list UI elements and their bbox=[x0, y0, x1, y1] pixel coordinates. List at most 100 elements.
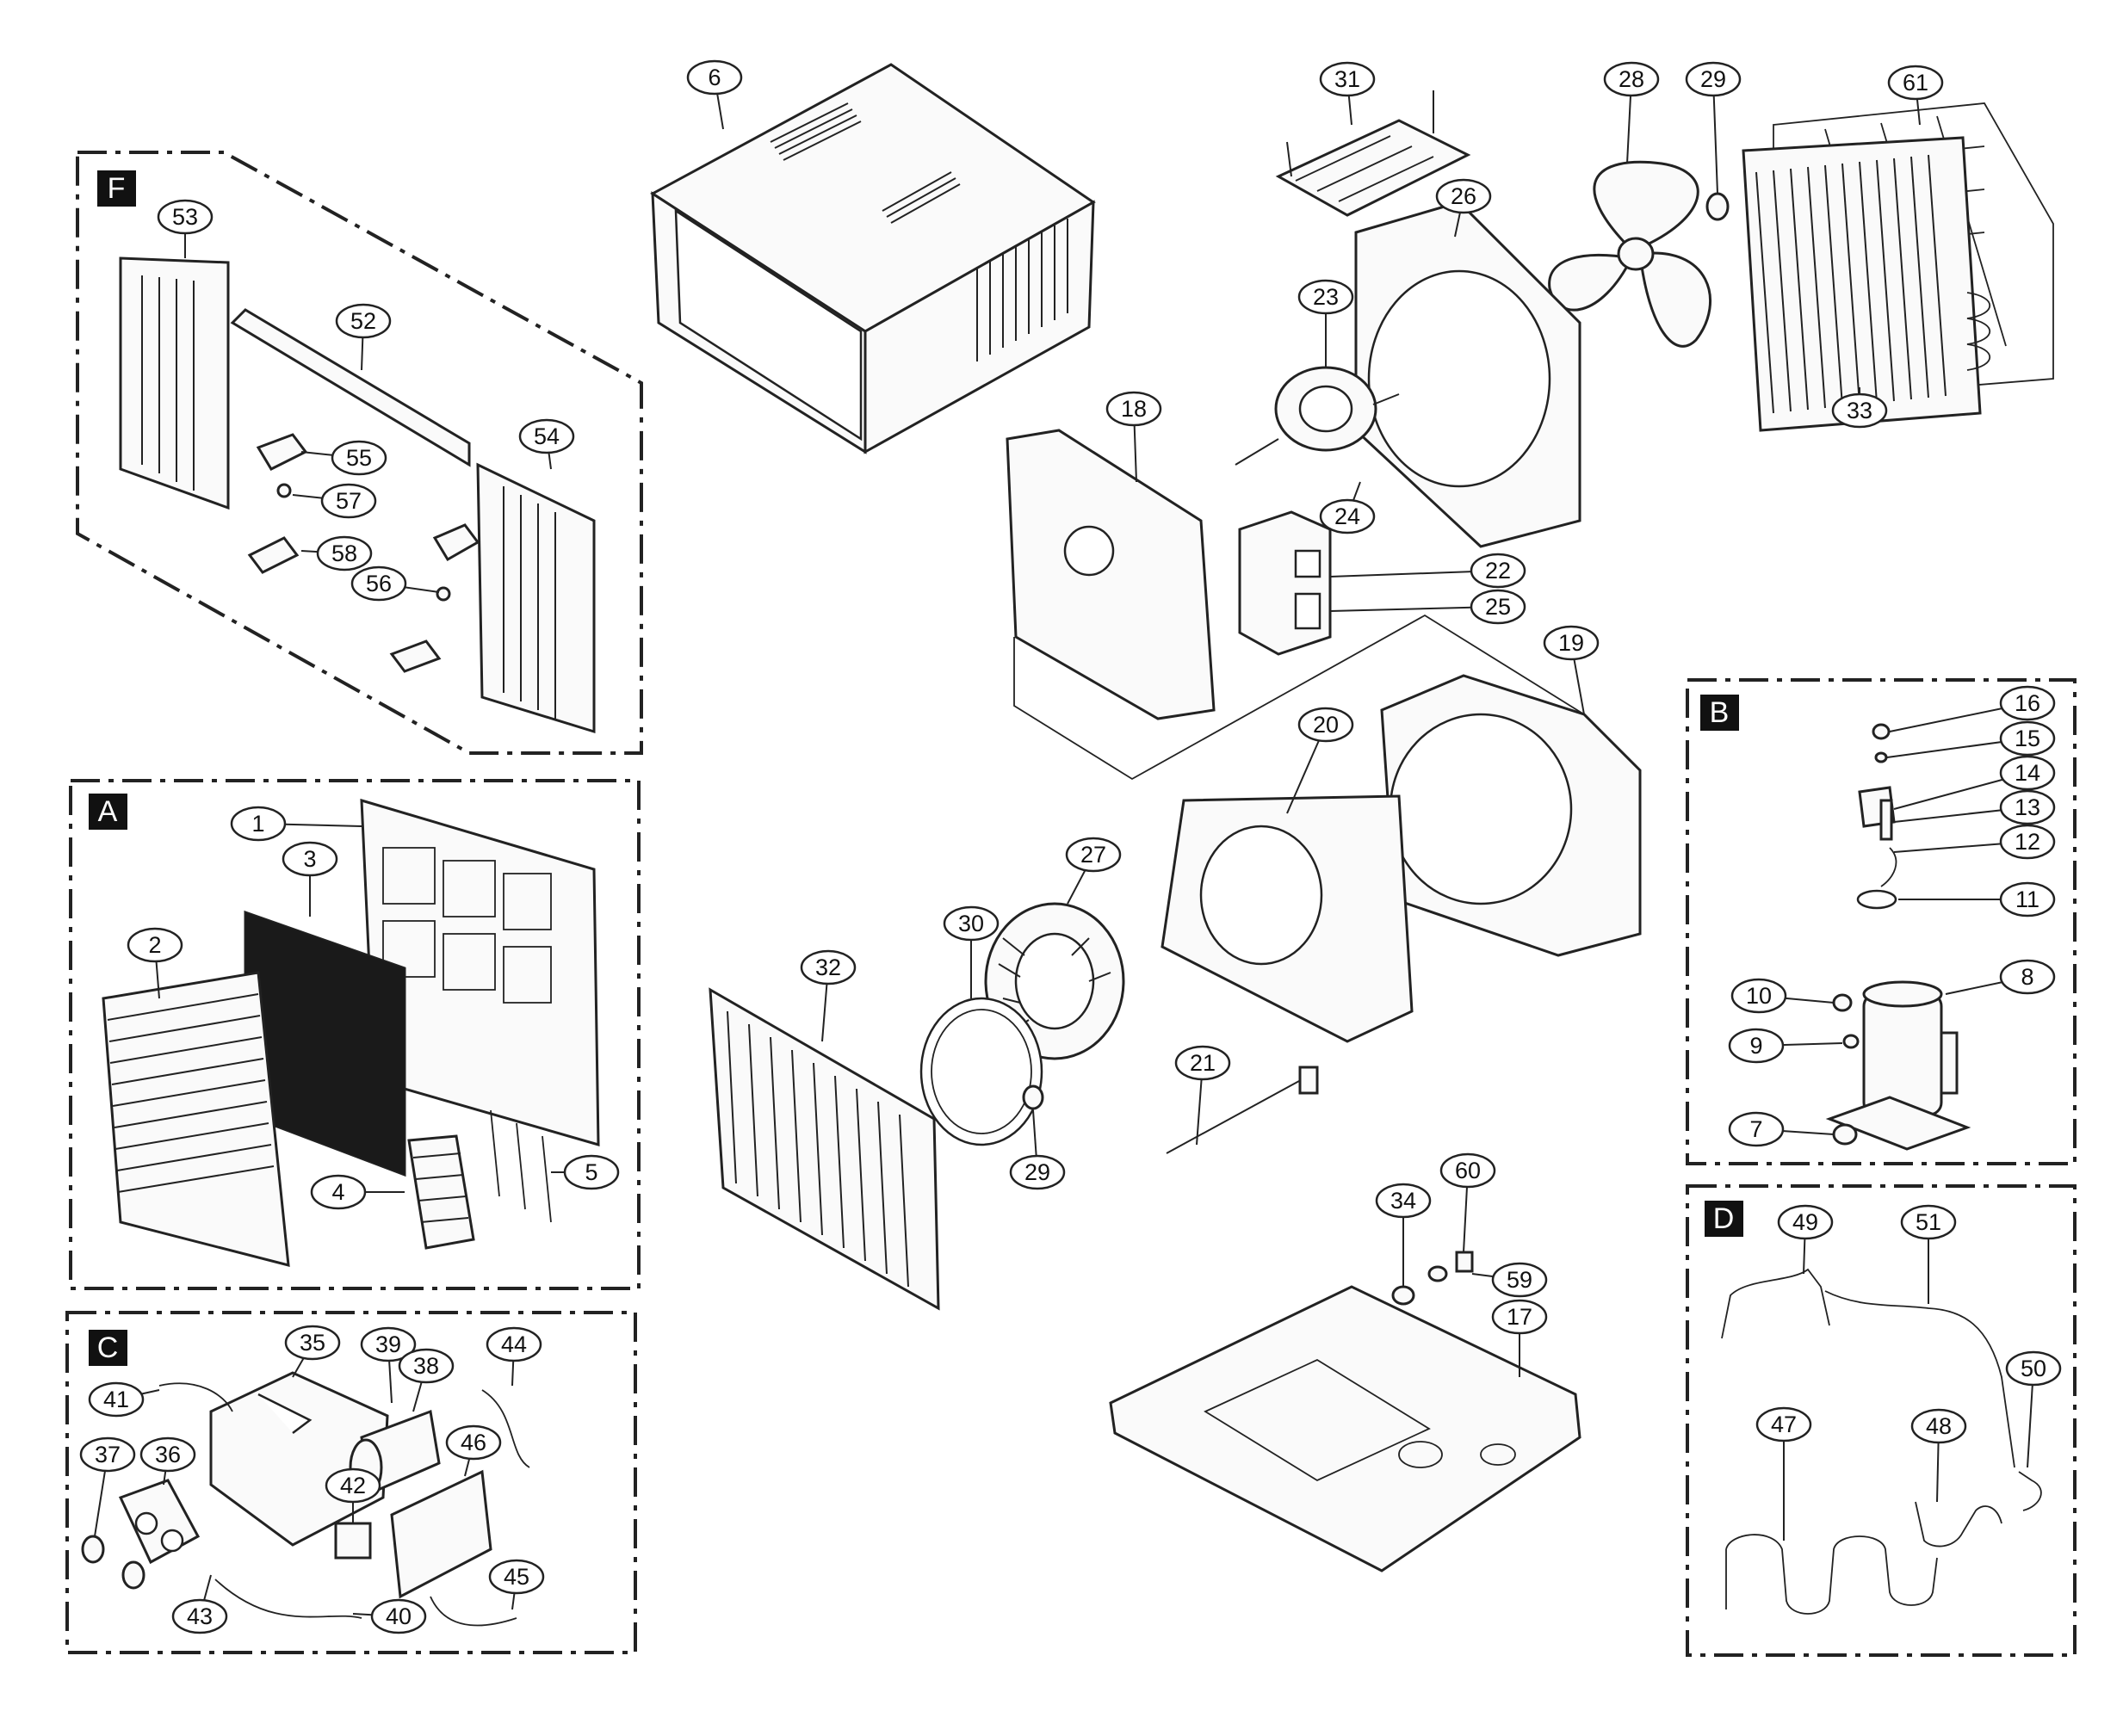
callout-51: 51 bbox=[1900, 1204, 1957, 1240]
callout-30: 30 bbox=[943, 905, 1000, 942]
callout-label: 41 bbox=[103, 1387, 129, 1412]
callout-41: 41 bbox=[88, 1381, 145, 1418]
callout-label: 34 bbox=[1390, 1188, 1416, 1214]
callout-7: 7 bbox=[1728, 1111, 1785, 1147]
part-blower-housing bbox=[1380, 674, 1642, 957]
callout-38: 38 bbox=[398, 1348, 455, 1384]
callout-9: 9 bbox=[1728, 1028, 1785, 1064]
part-vane bbox=[490, 1109, 552, 1223]
callout-label: 46 bbox=[461, 1430, 486, 1455]
callout-label: 56 bbox=[366, 571, 392, 596]
part-air-filter bbox=[244, 910, 406, 1177]
callout-label: 29 bbox=[1700, 66, 1726, 92]
callout-label: 58 bbox=[331, 541, 357, 566]
callout-label: 59 bbox=[1507, 1267, 1532, 1293]
callout-14: 14 bbox=[1999, 755, 2056, 791]
part-wiring bbox=[158, 1382, 530, 1627]
callout-label: 3 bbox=[303, 846, 316, 872]
part-knobs bbox=[81, 1535, 145, 1590]
frame-c bbox=[65, 1311, 637, 1654]
callout-label: 51 bbox=[1916, 1209, 1941, 1235]
part-switch-panel bbox=[118, 1479, 201, 1565]
callout-10: 10 bbox=[1730, 978, 1787, 1014]
callout-6: 6 bbox=[686, 59, 743, 96]
leader-29a bbox=[1712, 78, 1718, 195]
svg-text:D: D bbox=[1713, 1202, 1735, 1235]
callout-19: 19 bbox=[1543, 625, 1600, 661]
part-base-fasteners bbox=[1391, 1251, 1474, 1306]
callout-11: 11 bbox=[1999, 881, 2056, 917]
frame-f bbox=[76, 151, 643, 755]
callout-label: 49 bbox=[1792, 1209, 1818, 1235]
callout-60: 60 bbox=[1439, 1152, 1496, 1189]
part-fan-clamp bbox=[1705, 192, 1730, 221]
part-motor-bracket bbox=[1275, 90, 1471, 217]
part-condenser-coil bbox=[1742, 136, 1991, 432]
callout-label: 36 bbox=[155, 1442, 181, 1467]
callout-26: 26 bbox=[1435, 178, 1492, 214]
frame-d bbox=[1686, 1184, 2077, 1657]
callout-42: 42 bbox=[325, 1467, 381, 1504]
part-front-frame bbox=[360, 798, 600, 1147]
callout-label: 57 bbox=[336, 488, 362, 514]
part-partition-panel bbox=[1006, 429, 1216, 720]
callout-3: 3 bbox=[282, 841, 338, 877]
callout-label: 40 bbox=[386, 1603, 412, 1629]
callout-15: 15 bbox=[1999, 720, 2056, 757]
callout-58: 58 bbox=[316, 535, 373, 571]
callout-45: 45 bbox=[488, 1559, 545, 1595]
part-side-curtain-left bbox=[119, 256, 230, 510]
callout-49: 49 bbox=[1777, 1204, 1834, 1240]
callout-32: 32 bbox=[800, 949, 857, 985]
callout-label: 11 bbox=[2015, 887, 2039, 912]
callout-label: 16 bbox=[2015, 690, 2040, 716]
svg-text:C: C bbox=[97, 1331, 119, 1364]
callout-50: 50 bbox=[2005, 1350, 2062, 1387]
callout-label: 42 bbox=[340, 1473, 366, 1498]
callout-40: 40 bbox=[370, 1598, 427, 1634]
callout-5: 5 bbox=[563, 1154, 620, 1190]
callout-label: 14 bbox=[2015, 760, 2040, 786]
callout-label: 29 bbox=[1024, 1159, 1050, 1185]
callout-label: 27 bbox=[1080, 842, 1106, 868]
part-mounting-brackets bbox=[247, 433, 480, 673]
callout-label: 15 bbox=[2015, 726, 2040, 751]
callout-label: 21 bbox=[1190, 1050, 1216, 1076]
callout-27: 27 bbox=[1065, 837, 1122, 873]
callout-33: 33 bbox=[1831, 392, 1888, 429]
callout-label: 44 bbox=[501, 1331, 527, 1357]
callout-label: 53 bbox=[172, 204, 198, 230]
svg-text:F: F bbox=[108, 172, 126, 205]
callout-57: 57 bbox=[320, 483, 377, 519]
section-tag-a: A bbox=[89, 794, 127, 830]
callout-label: 35 bbox=[300, 1330, 325, 1356]
callout-label: 13 bbox=[2015, 794, 2040, 820]
part-orifice-ring bbox=[919, 997, 1043, 1146]
callout-46: 46 bbox=[445, 1424, 502, 1461]
callout-54: 54 bbox=[518, 418, 575, 454]
callout-label: 61 bbox=[1903, 70, 1928, 96]
callout-4: 4 bbox=[310, 1174, 367, 1210]
frame-b bbox=[1686, 678, 2077, 1165]
callout-label: 28 bbox=[1619, 66, 1644, 92]
part-evaporator-coil bbox=[709, 987, 940, 1311]
callout-label: 6 bbox=[708, 65, 721, 90]
callout-label: 18 bbox=[1121, 396, 1147, 422]
callout-21: 21 bbox=[1174, 1045, 1231, 1081]
callout-61: 61 bbox=[1887, 65, 1944, 101]
section-tag-c: C bbox=[89, 1330, 127, 1366]
callout-59: 59 bbox=[1491, 1262, 1548, 1298]
callout-18: 18 bbox=[1105, 391, 1162, 427]
callout-label: 30 bbox=[958, 911, 984, 936]
part-cabinet bbox=[650, 63, 1096, 454]
part-propeller-fan bbox=[1548, 160, 1711, 348]
callout-31: 31 bbox=[1319, 61, 1376, 97]
svg-text:B: B bbox=[1710, 696, 1730, 729]
part-relay bbox=[334, 1522, 372, 1560]
callout-label: 20 bbox=[1313, 712, 1339, 738]
callout-20: 20 bbox=[1297, 707, 1354, 743]
part-terminal-parts bbox=[1856, 723, 1897, 910]
part-fan-shroud bbox=[1354, 201, 1581, 548]
callout-44: 44 bbox=[486, 1326, 542, 1362]
